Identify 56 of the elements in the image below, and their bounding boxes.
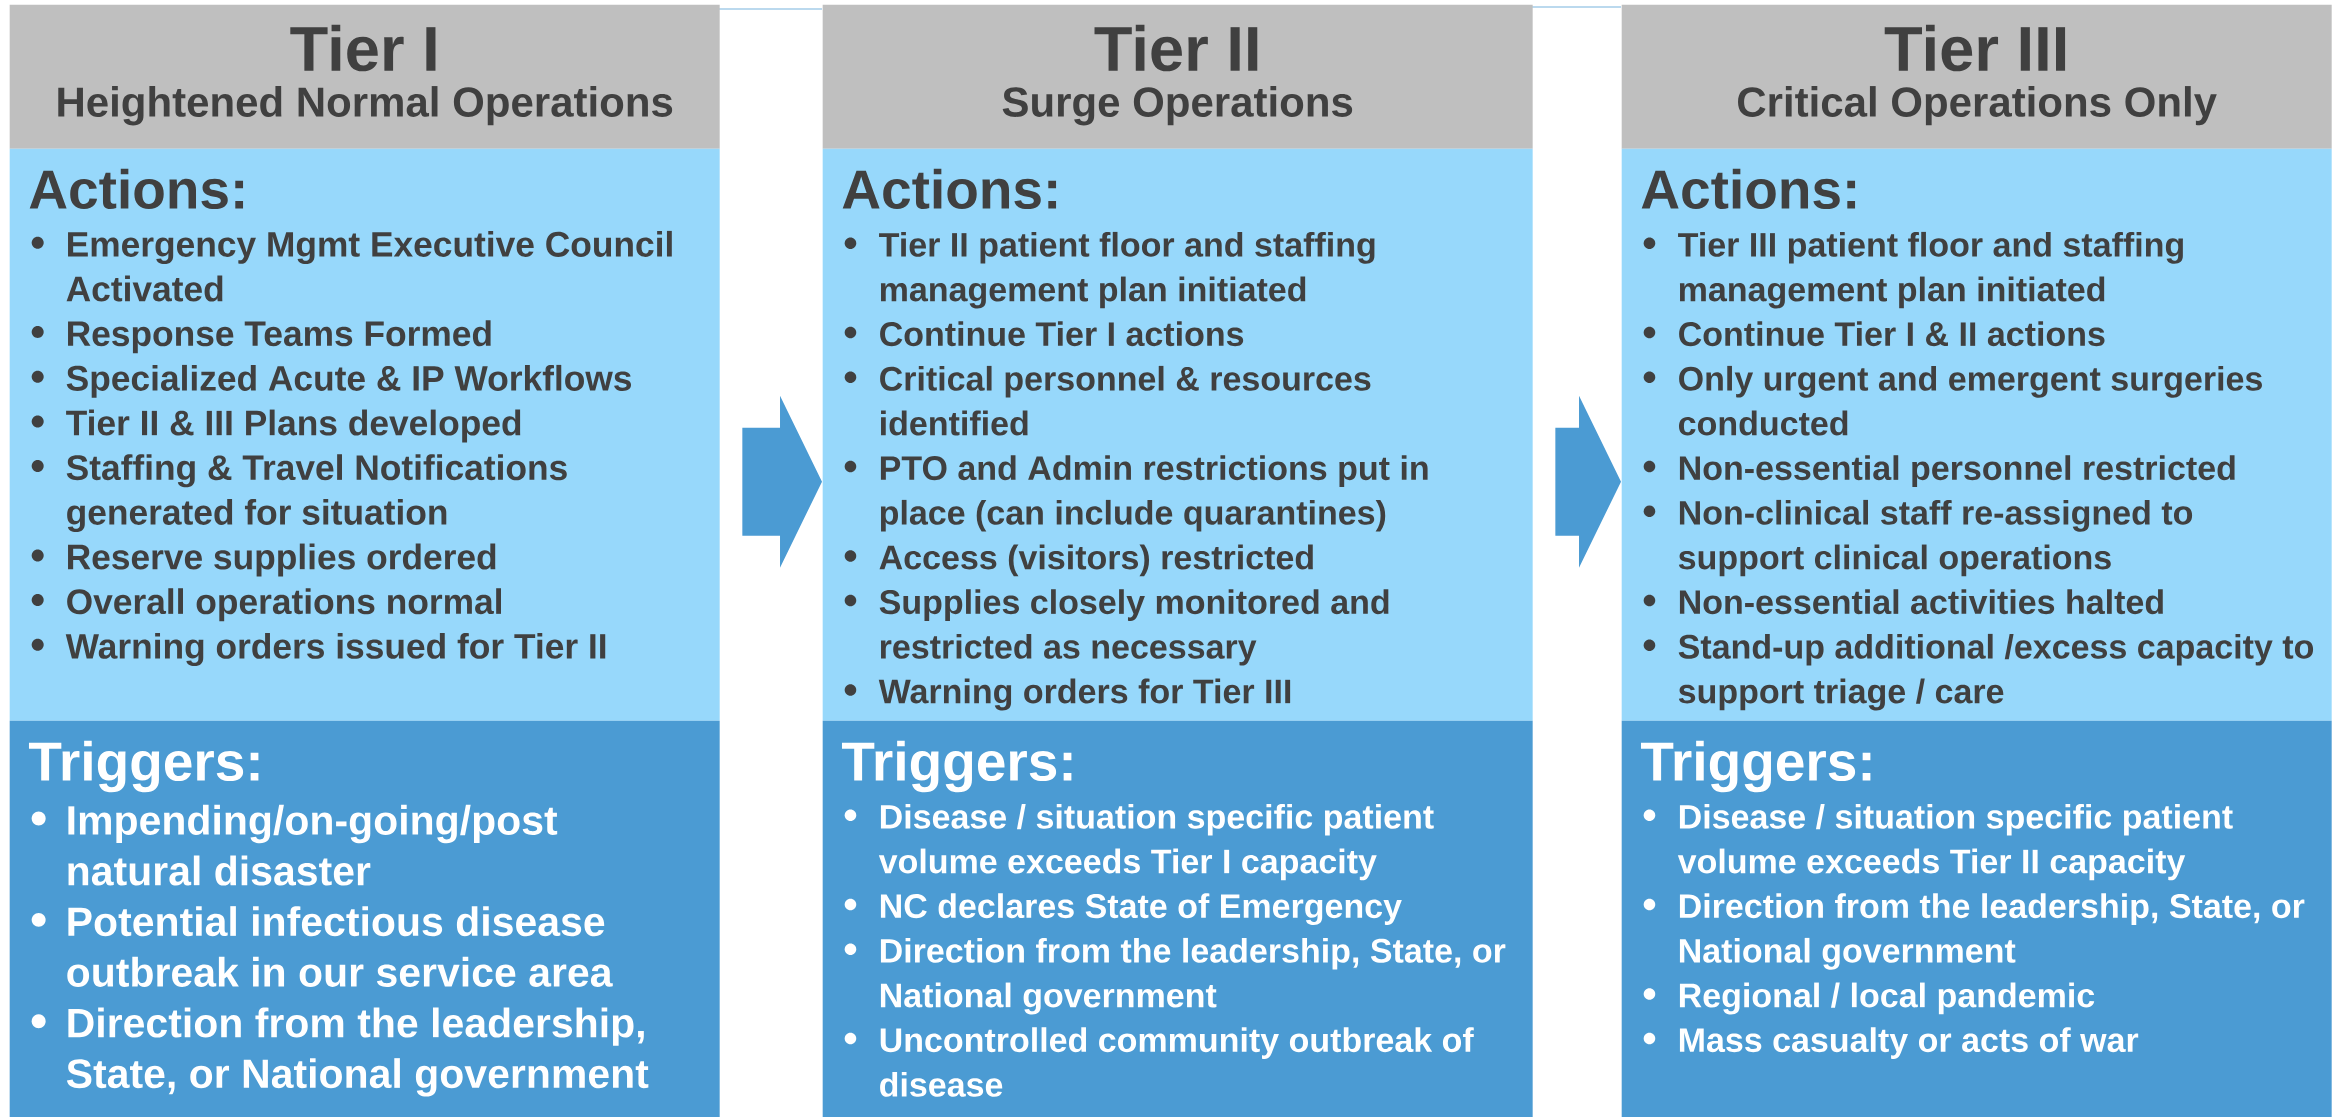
- bullet-item: Impending/on-going/post natural disaster: [31, 804, 558, 886]
- bullet-item: Warning orders issued for Tier II: [31, 632, 606, 666]
- bullet-item: Critical personnel & resources identified: [844, 365, 1371, 436]
- bullet-item: Continue Tier I & II actions: [1643, 321, 2105, 347]
- tier-header-box: [822, 4, 1533, 149]
- bullet-item: Response Teams Formed: [31, 320, 491, 354]
- block-arrow: [1555, 395, 1621, 568]
- bullet-item: PTO and Admin restrictions put in place (can include quarantines): [844, 455, 1428, 532]
- bullet-item: Direction from the leadership, State, or National government: [844, 937, 1506, 1015]
- section-heading: Triggers:: [28, 740, 259, 793]
- bullet-item: Potential infectious disease outbreak in our service area: [31, 906, 613, 987]
- bullet-item: NC declares State of Emergency: [844, 893, 1402, 926]
- tier-header-box: [1621, 4, 2332, 149]
- tier-subtitle: Critical Operations Only: [1738, 86, 2217, 126]
- bullet-item: Tier II & III Plans developed: [31, 409, 521, 443]
- bullet-item: Warning orders for Tier III: [844, 678, 1291, 711]
- bullet-item: Continue Tier I actions: [844, 321, 1244, 347]
- bullet-item: Direction from the leadership, State, or National government: [1643, 893, 2305, 970]
- actions-panel: [9, 148, 720, 721]
- bullet-item: Uncontrolled community outbreak of disease: [844, 1027, 1474, 1097]
- tier-title: Tier III: [1884, 24, 2066, 72]
- bullet-item: Regional / local pandemic: [1643, 982, 2095, 1015]
- bullet-item: Supplies closely monitored and restricted as necessary: [844, 589, 1389, 666]
- tier-title: Tier II: [1094, 24, 1258, 72]
- section-heading: Triggers:: [1641, 740, 1871, 793]
- bullet-item: Disease / situation specific patient volume exceeds Tier I capacity: [844, 803, 1434, 881]
- triggers-panel: [9, 720, 720, 1117]
- block-arrow: [742, 395, 822, 568]
- tier-subtitle: Heightened Normal Operations: [58, 86, 673, 126]
- triggers-panel: [1621, 720, 2332, 1117]
- section-heading: Actions:: [842, 168, 1057, 210]
- bullet-item: Specialized Acute & IP Workflows: [31, 364, 632, 398]
- section-heading: Triggers:: [842, 740, 1072, 793]
- bullet-item: Staffing & Travel Notifications generated for situation: [31, 454, 567, 532]
- bullet-item: Non-essential activities halted: [1643, 589, 2163, 615]
- actions-panel: [1621, 148, 2332, 721]
- bullet-item: Disease / situation specific patient volume exceeds Tier II capacity: [1643, 803, 2233, 881]
- bullet-item: Stand-up additional /excess capacity to support triage / care: [1643, 633, 2314, 711]
- bullet-item: Mass casualty or acts of war: [1643, 1027, 2139, 1059]
- bullet-item: Tier III patient floor and staffing management plan initiated: [1643, 231, 2183, 309]
- section-heading: Actions:: [29, 168, 244, 210]
- tier-title: Tier I: [290, 24, 436, 72]
- bullet-item: Only urgent and emergent surgeries conducted: [1643, 365, 2262, 436]
- bullet-item: Access (visitors) restricted: [844, 544, 1313, 577]
- bullet-item: Tier II patient floor and staffing management plan initiated: [844, 231, 1375, 309]
- triggers-panel: [822, 720, 1533, 1117]
- bullet-item: Emergency Mgmt Executive Council Activated: [31, 230, 672, 302]
- section-heading: Actions:: [1641, 168, 1856, 210]
- bullet-item: Non-essential personnel restricted: [1643, 455, 2235, 487]
- actions-panel: [822, 148, 1533, 721]
- bullet-item: Non-clinical staff re-assigned to support clinical operations: [1643, 499, 2193, 577]
- tier-header-box: [9, 4, 720, 149]
- bullet-item: Reserve supplies ordered: [31, 543, 496, 577]
- tier-subtitle: Surge Operations: [1002, 86, 1353, 126]
- bullet-item: Direction from the leadership, State, or National government: [31, 1007, 649, 1097]
- bullet-item: Overall operations normal: [31, 588, 501, 622]
